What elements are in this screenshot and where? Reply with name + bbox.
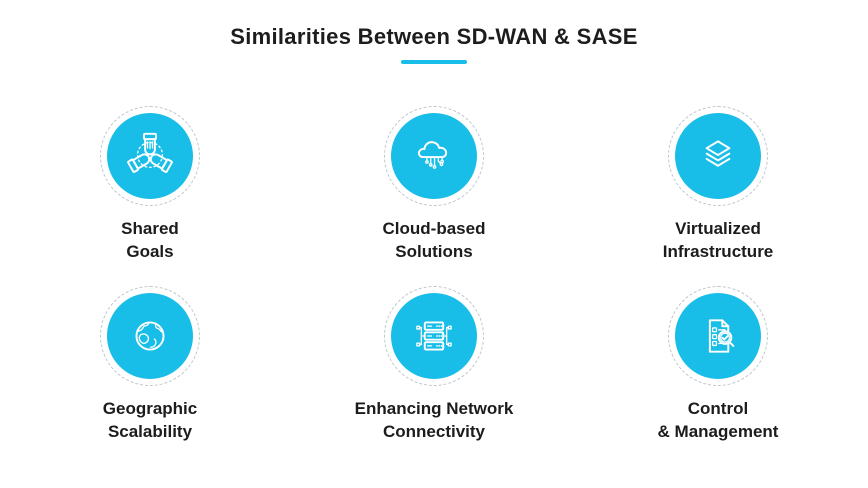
dashed-ring: [100, 106, 200, 206]
label-line-2: Connectivity: [382, 422, 486, 442]
item-label: Control & Management: [658, 397, 779, 444]
icon-circle: [391, 113, 477, 199]
icon-circle: [675, 292, 761, 379]
dashed-ring: [384, 106, 484, 206]
dashed-ring: [668, 106, 768, 206]
item-virtualized-infrastructure: Virtualized Infrastructure: [576, 106, 860, 264]
label-line-1: Virtualized: [675, 219, 761, 238]
similarities-grid: Shared Goals Cloud-bas: [0, 106, 868, 444]
hands-together-icon: [127, 132, 173, 173]
item-label: Enhancing Network Connectivity: [355, 397, 514, 444]
title-underline: [401, 60, 467, 64]
label-line-1: Geographic: [102, 398, 198, 418]
label-line-1: Cloud-based: [382, 219, 486, 238]
checklist-magnifier-icon: [708, 319, 735, 353]
icon-circle: [107, 292, 193, 379]
icon-circle: [675, 113, 761, 199]
item-label: Cloud-based Solutions: [383, 217, 486, 264]
label-line-2: & Management: [657, 422, 779, 442]
icon-circle: [107, 113, 193, 199]
item-label: Virtualized Infrastructure: [663, 217, 774, 264]
dashed-ring: [100, 285, 200, 386]
label-line-1: Control: [687, 398, 749, 418]
stacked-layers-icon: [705, 140, 731, 167]
item-enhancing-network-connectivity: Enhancing Network Connectivity: [292, 285, 576, 444]
cloud-circuit-icon: [417, 141, 448, 169]
globe-icon: [135, 321, 165, 351]
label-line-1: Shared: [121, 219, 179, 238]
server-network-icon: [416, 321, 452, 351]
item-shared-goals: Shared Goals: [8, 106, 292, 264]
header: Similarities Between SD-WAN & SASE: [0, 0, 868, 64]
icon-circle: [391, 292, 477, 379]
item-cloud-based-solutions: Cloud-based Solutions: [292, 106, 576, 264]
label-line-2: Goals: [126, 242, 174, 262]
item-geographic-scalability: Geographic Scalability: [8, 285, 292, 444]
label-line-2: Infrastructure: [662, 242, 774, 262]
page-title: Similarities Between SD-WAN & SASE: [230, 24, 638, 49]
label-line-2: Solutions: [395, 242, 473, 262]
dashed-ring: [384, 285, 484, 386]
item-label: Shared Goals: [121, 217, 179, 264]
item-label: Geographic Scalability: [103, 397, 197, 444]
dashed-ring: [668, 285, 768, 386]
label-line-2: Scalability: [107, 422, 193, 442]
label-line-1: Enhancing Network: [354, 398, 514, 418]
item-control-management: Control & Management: [576, 285, 860, 444]
